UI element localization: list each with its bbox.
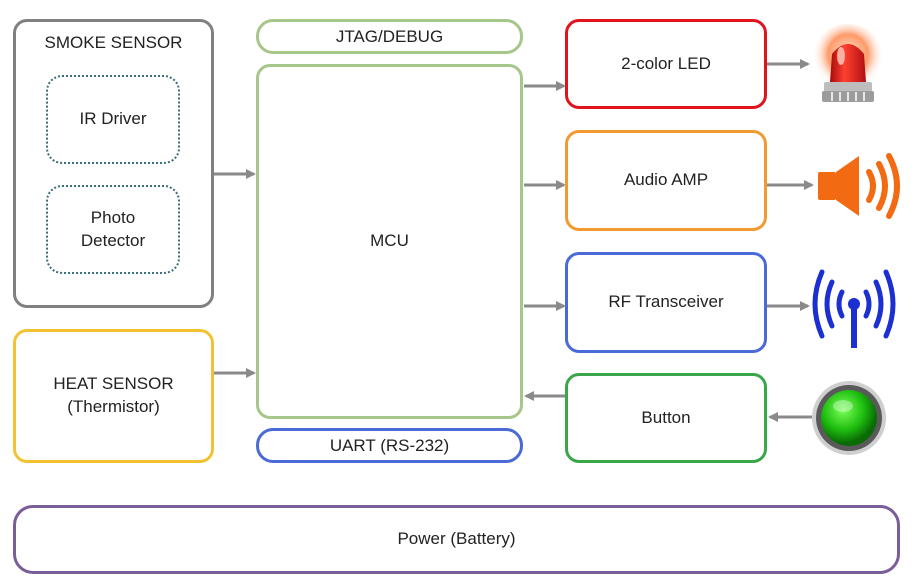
uart-port: UART (RS-232) [256, 428, 523, 463]
led-box: 2-color LED [565, 19, 767, 109]
led-label: 2-color LED [621, 53, 711, 73]
heat-sensor-box: HEAT SENSOR (Thermistor) [13, 329, 214, 463]
audio-amp-label: Audio AMP [623, 170, 709, 190]
heat-sensor-label: HEAT SENSOR (Thermistor) [53, 374, 174, 416]
ir-driver-box: IR Driver [46, 75, 180, 164]
uart-label: UART (RS-232) [329, 435, 450, 455]
ir-driver-label: IR Driver [79, 109, 147, 129]
rf-transceiver-box: RF Transceiver [565, 252, 767, 353]
jtag-debug-port: JTAG/DEBUG [256, 19, 523, 54]
photo-detector-box: Photo Detector [46, 185, 180, 274]
power-box: Power (Battery) [13, 505, 900, 574]
jtag-debug-label: JTAG/DEBUG [335, 26, 444, 46]
button-label: Button [641, 407, 691, 427]
power-label: Power (Battery) [397, 529, 516, 549]
rf-transceiver-label: RF Transceiver [608, 292, 724, 312]
button-box: Button [565, 373, 767, 463]
smoke-sensor-title: SMOKE SENSOR [44, 33, 183, 52]
green-button-icon [812, 381, 886, 455]
antenna-icon [812, 269, 896, 348]
speaker-icon [818, 153, 900, 219]
mcu-box: MCU [256, 64, 523, 419]
audio-amp-box: Audio AMP [565, 130, 767, 231]
photo-detector-label: Photo Detector [80, 207, 146, 250]
siren-icon [812, 24, 884, 102]
mcu-label: MCU [370, 231, 409, 251]
